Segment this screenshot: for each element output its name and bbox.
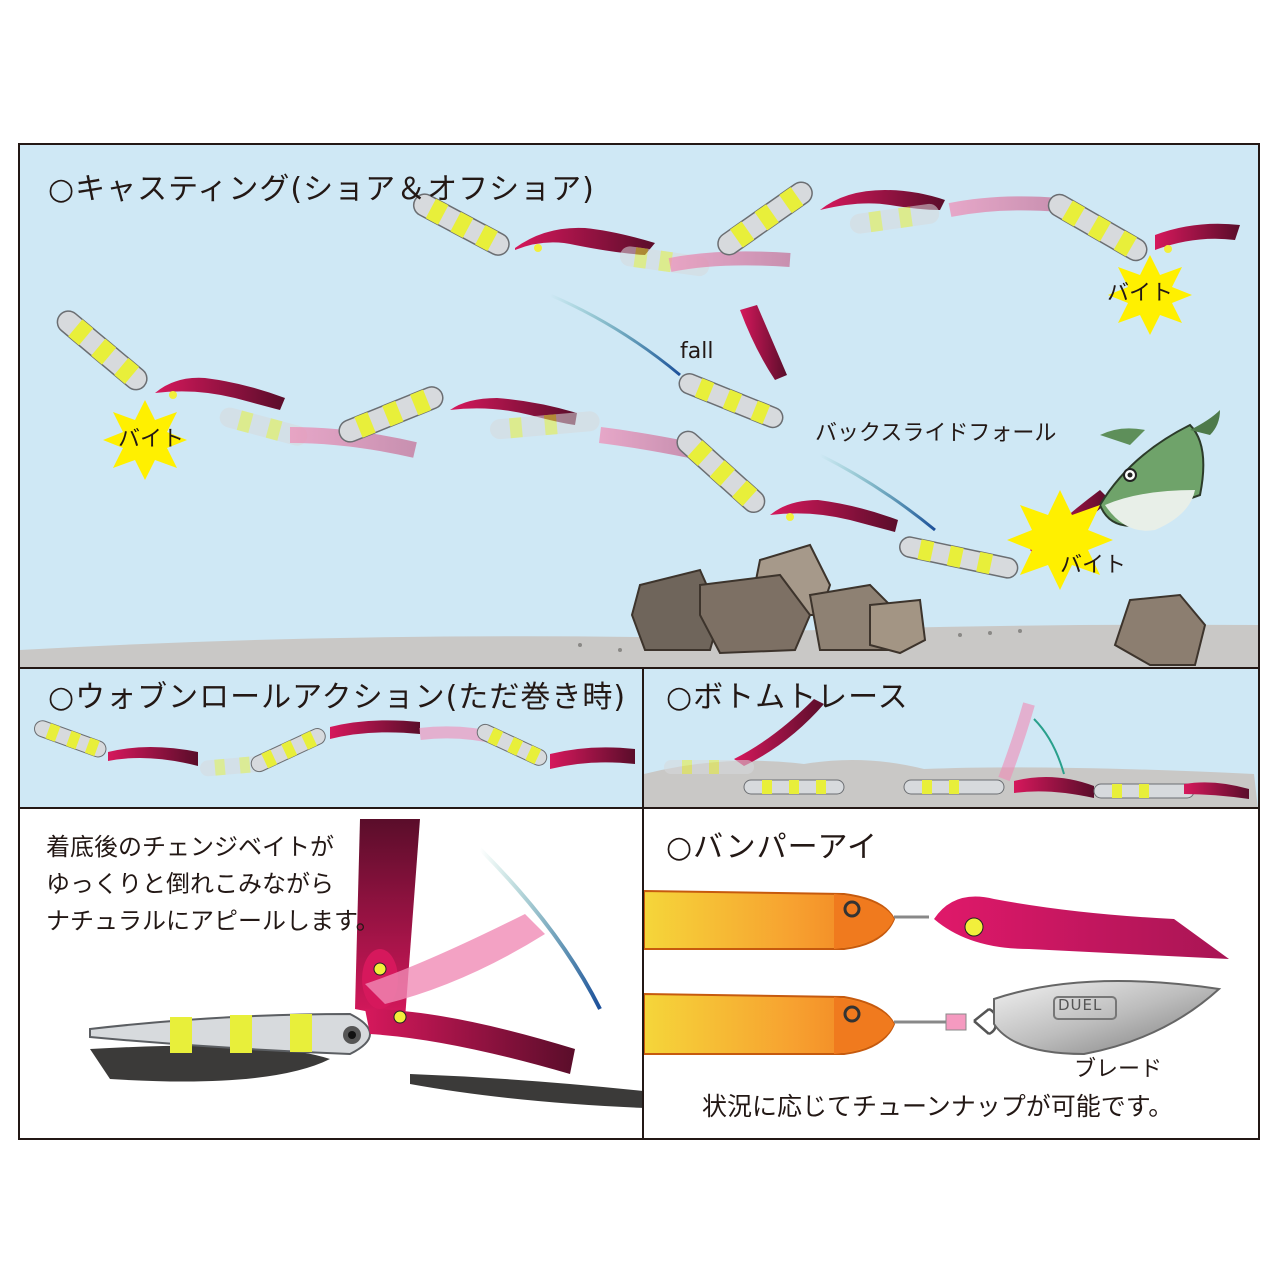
fallen-skirt bbox=[365, 1009, 575, 1074]
wobble-roll-panel: ○ウォブンロールアクション(ただ巻き時) bbox=[20, 669, 644, 809]
bottom-trace-panel: ○ボトムトレース bbox=[644, 669, 1258, 809]
wobble-title: ○ウォブンロールアクション(ただ巻き時) bbox=[48, 680, 627, 715]
description-line-1: 着底後のチェンジベイトが bbox=[46, 833, 334, 861]
change-bait-description: 着底後のチェンジベイトが ゆっくりと倒れこみながら ナチュラルにアピールします。 bbox=[46, 829, 466, 940]
change-bait-illustration bbox=[89, 819, 642, 1108]
jig-shadow bbox=[90, 1045, 330, 1082]
pink-skirt bbox=[934, 896, 1229, 959]
wobble-illustration bbox=[34, 720, 635, 777]
casting-panel: ○キャスティング(ショア＆オフショア) バイト バイト バイト fall バック… bbox=[20, 145, 1258, 669]
treble-hook bbox=[973, 1007, 997, 1036]
jig-sequence-upper bbox=[412, 181, 1240, 277]
blade-brand: DUEL bbox=[1058, 996, 1103, 1014]
casting-illustration bbox=[20, 181, 1258, 667]
seabed bbox=[20, 624, 1258, 667]
rocks bbox=[630, 543, 1207, 666]
bite-burst-1 bbox=[1108, 255, 1192, 335]
fall-motion-trail bbox=[478, 847, 602, 1010]
bite-label-left: バイト bbox=[118, 427, 185, 452]
bottom-trace-illustration bbox=[644, 699, 1258, 807]
backslide-trail bbox=[819, 453, 936, 532]
bite-label-top-right: バイト bbox=[1107, 281, 1174, 306]
skirt-shadow bbox=[410, 1074, 642, 1108]
tilting-skirt bbox=[365, 914, 545, 1004]
change-bait-panel: 着底後のチェンジベイトが ゆっくりと倒れこみながら ナチュラルにアピールします。 bbox=[20, 809, 644, 1138]
description-line-2: ゆっくりと倒れこみながら bbox=[46, 870, 334, 898]
bumper-eye-title: ○バンパーアイ bbox=[666, 830, 878, 865]
bite-burst-2 bbox=[103, 400, 187, 480]
bumper-eye-illustration bbox=[644, 889, 1229, 1056]
fall-label: fall bbox=[680, 339, 714, 364]
bass-fish bbox=[1098, 410, 1220, 531]
description-line-3: ナチュラルにアピールします。 bbox=[46, 907, 380, 935]
blade bbox=[993, 980, 1222, 1056]
fall-trail bbox=[549, 293, 681, 377]
diagram-frame: ○キャスティング(ショア＆オフショア) バイト バイト バイト fall バック… bbox=[18, 143, 1260, 1140]
tune-up-note: 状況に応じてチューンナップが可能です。 bbox=[702, 1092, 1174, 1121]
bottom-trace-title: ○ボトムトレース bbox=[666, 680, 909, 715]
jig-sequence-lower bbox=[56, 310, 898, 532]
backslide-jig bbox=[678, 305, 787, 429]
casting-title: ○キャスティング(ショア＆オフショア) bbox=[48, 172, 595, 207]
backslide-fall-label: バックスライドフォール bbox=[815, 421, 1057, 446]
bite-burst-3 bbox=[1007, 490, 1113, 590]
blade-label: ブレード bbox=[1074, 1057, 1163, 1082]
bumper-eye-panel: ○バンパーアイ DUEL ブレード 状況に応じてチューンナップが可能です。 bbox=[644, 809, 1258, 1138]
bite-label-bottom: バイト bbox=[1060, 553, 1127, 578]
